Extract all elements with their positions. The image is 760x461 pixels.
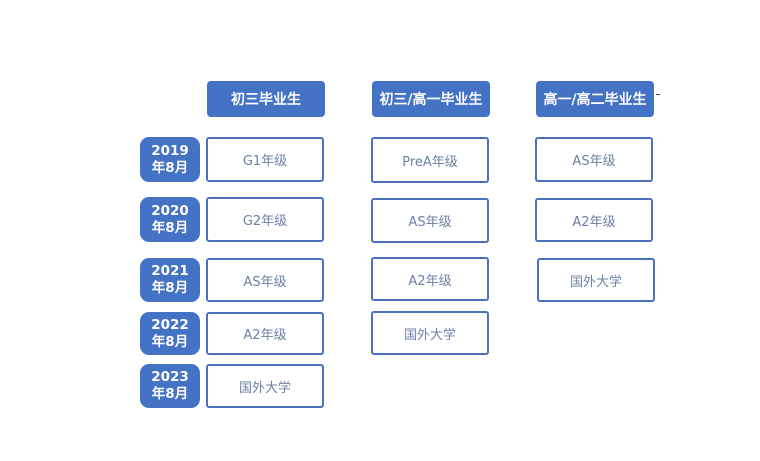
month: 年8月 <box>151 159 189 176</box>
stage-box: A2年级 <box>371 257 489 301</box>
stage-box: A2年级 <box>206 312 324 355</box>
year: 2020 <box>151 202 189 219</box>
stage-box: AS年级 <box>206 258 324 302</box>
stage-box: 国外大学 <box>371 311 489 355</box>
stage-box: PreA年级 <box>371 137 489 183</box>
stage-box: AS年级 <box>371 198 489 243</box>
stage-box: AS年级 <box>535 137 653 182</box>
stage-box: G2年级 <box>206 197 324 242</box>
header-grade9-10-graduates: 初三/高一毕业生 <box>372 81 490 117</box>
month: 年8月 <box>151 386 189 402</box>
month: 年8月 <box>151 280 189 296</box>
year: 2022 <box>151 316 189 333</box>
stage-box: A2年级 <box>535 198 653 242</box>
month: 年8月 <box>151 219 189 236</box>
stage-box: 国外大学 <box>206 364 324 408</box>
header-grade10-11-graduates: 高一/高二毕业生 <box>536 81 654 117</box>
stage-box: G1年级 <box>206 137 324 182</box>
stray-dash-mark <box>656 94 660 95</box>
stage-box: 国外大学 <box>537 258 655 302</box>
year: 2021 <box>151 263 189 279</box>
header-grade9-graduates: 初三毕业生 <box>207 81 325 117</box>
month: 年8月 <box>151 333 189 350</box>
year: 2019 <box>151 142 189 159</box>
year: 2023 <box>151 369 189 385</box>
